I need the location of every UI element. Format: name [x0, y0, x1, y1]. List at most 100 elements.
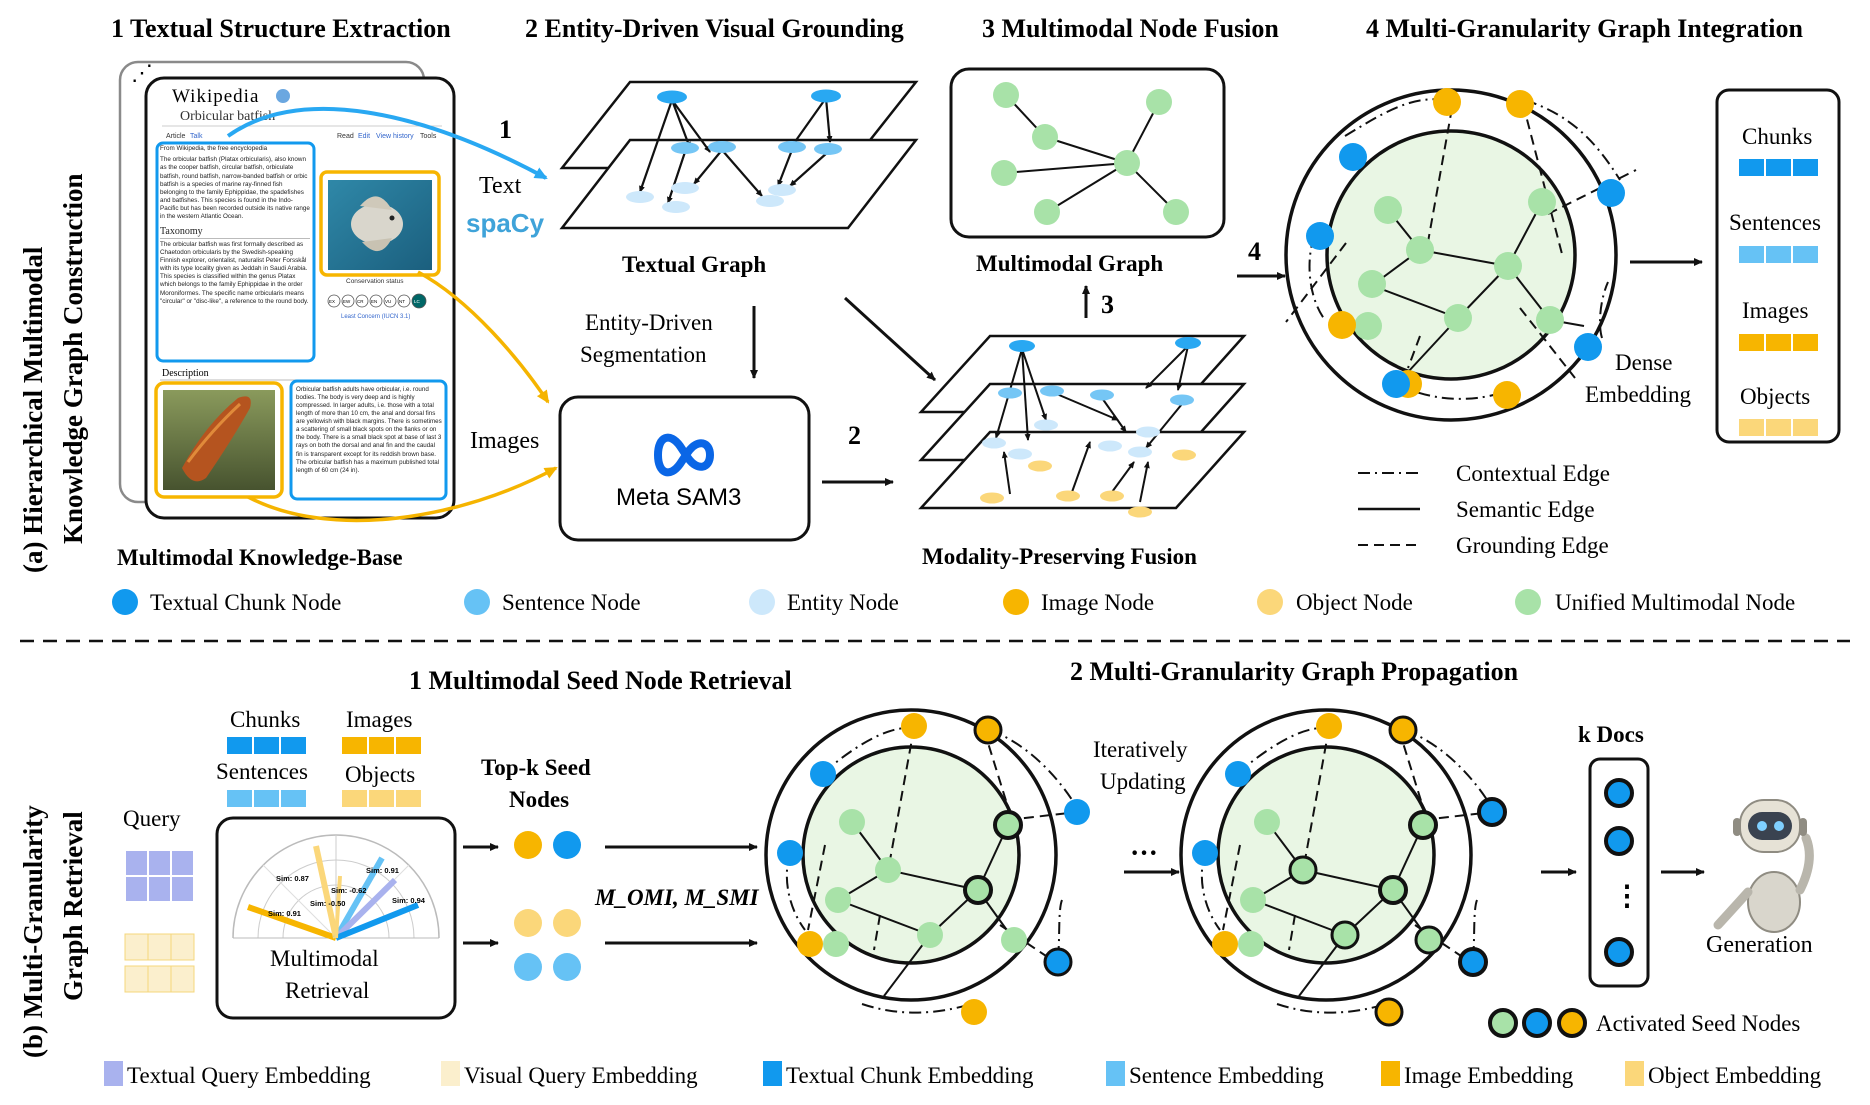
multimodal-graph-label: Multimodal Graph — [976, 251, 1163, 276]
wiki-paragraph-1: The orbicular batfish (Platax orbiculari… — [160, 156, 310, 221]
text-chunk-highlight-2 — [289, 379, 448, 501]
multimodal-graph-nodes — [991, 82, 1189, 225]
legend-object: Object Embedding — [1648, 1063, 1822, 1088]
fusion-label: Modality-Preserving Fusion — [922, 544, 1197, 569]
description-image-highlight — [154, 381, 284, 499]
visual-query-embedding — [124, 933, 195, 993]
wiki-description-heading: Description — [162, 368, 209, 379]
sentence-node-label: Sentence Node — [502, 590, 641, 615]
modality-preserving-fusion — [918, 334, 1247, 518]
emb-chunks-label: Chunks — [230, 707, 300, 732]
wiki-tab-read: Read — [337, 133, 354, 140]
legend-image: Image Embedding — [1404, 1063, 1574, 1088]
conservation-status-scale — [327, 293, 427, 309]
legend-textual-query-swatch — [104, 1061, 123, 1086]
text-flow-arrow — [226, 106, 548, 180]
propagation-graph-1 — [764, 708, 1090, 1025]
generation-label: Generation — [1706, 932, 1813, 958]
emb-sentences-bar — [225, 788, 308, 809]
legend-sentence: Sentence Embedding — [1129, 1063, 1324, 1088]
status-cr: CR — [357, 299, 364, 304]
topk-label-line2: Nodes — [509, 787, 569, 812]
legend-sentence-swatch — [1106, 1061, 1125, 1086]
wikipedia-logo: Wikipedia — [172, 86, 259, 107]
sim-label-6: Sim: 0.94 — [392, 896, 426, 905]
part-b-label-line1: (b) Multi-Granularity — [18, 805, 48, 1058]
seed-chunk-node — [553, 831, 581, 859]
unified-node-swatch — [1515, 589, 1541, 615]
emb-objects-label: Objects — [345, 762, 415, 787]
unified-node-label: Unified Multimodal Node — [1555, 590, 1795, 615]
sim-label-4: Sim: -0.50 — [310, 899, 345, 908]
arrow-4-label: 4 — [1248, 237, 1261, 266]
integrated-graph — [1284, 88, 1637, 422]
images-label: Images — [470, 428, 539, 454]
part-a-label-line2: Knowledge Graph Construction — [58, 173, 88, 544]
step-b1-title: 1 Multimodal Seed Node Retrieval — [409, 666, 792, 695]
meta-sam3-box — [558, 395, 811, 542]
k-docs-box — [1588, 757, 1650, 988]
step-a1-title: 1 Textual Structure Extraction — [111, 14, 451, 43]
activated-seed-label: Activated Seed Nodes — [1596, 1011, 1800, 1036]
step-a2-title: 2 Entity-Driven Visual Grounding — [525, 14, 904, 43]
step-b2-title: 2 Multi-Granularity Graph Propagation — [1070, 657, 1519, 686]
status-nt: NT — [399, 299, 405, 304]
textual-graph — [559, 80, 919, 230]
ellipsis: ··· — [1130, 838, 1158, 869]
doc-node-1 — [1604, 778, 1634, 808]
dense-label-line1: Dense — [1615, 350, 1672, 375]
step-a4-title: 4 Multi-Granularity Graph Integration — [1366, 14, 1803, 43]
wikipedia-globe-icon — [276, 89, 290, 103]
store-sentences-bar — [1737, 244, 1820, 265]
retrieval-label-line2: Retrieval — [285, 978, 369, 1003]
chunk-node-label: Textual Chunk Node — [150, 590, 341, 615]
image-node-swatch — [1003, 589, 1029, 615]
store-sentences-label: Sentences — [1729, 210, 1821, 235]
entity-node-swatch — [749, 589, 775, 615]
legend-chunk: Textual Chunk Embedding — [786, 1063, 1034, 1088]
sim-label-1: Sim: 0.87 — [276, 874, 309, 883]
textual-graph-label: Textual Graph — [622, 252, 766, 277]
sentence-node-swatch — [464, 589, 490, 615]
activated-chunk-swatch — [1522, 1008, 1552, 1038]
grounding-edge-label: Grounding Edge — [1456, 533, 1609, 558]
candidate-sentence-node-2 — [553, 953, 581, 981]
meta-sam3-label: Meta SAM3 — [616, 484, 741, 511]
entity-node-label: Entity Node — [787, 590, 899, 615]
meta-logo-icon — [654, 433, 714, 477]
store-chunks-bar — [1737, 157, 1820, 178]
similarity-polar-plot — [232, 834, 440, 941]
status-vu: VU — [385, 299, 391, 304]
contextual-edge-label: Contextual Edge — [1456, 461, 1610, 486]
candidate-sentence-node-1 — [514, 953, 542, 981]
seed-image-node — [514, 831, 542, 859]
knowledge-base-panel: ⋰ Wikipedia Orbicular batfish Article Ta… — [118, 60, 456, 520]
wiki-paragraph-3: Orbicular batfish adults have orbicular,… — [296, 386, 442, 474]
knowledge-base-caption: Multimodal Knowledge-Base — [117, 545, 403, 570]
segmentation-line1: Entity-Driven — [585, 310, 713, 335]
legend-object-swatch — [1625, 1061, 1644, 1086]
k-docs-label: k Docs — [1578, 722, 1644, 747]
status-ew: EW — [343, 299, 351, 304]
activated-image-swatch — [1557, 1008, 1587, 1038]
propagation-graph-2 — [1179, 708, 1507, 1027]
doc-node-k — [1604, 937, 1634, 967]
m-omi-smi-label: M_OMI, M_SMI — [594, 885, 760, 910]
segmentation-line2: Segmentation — [580, 342, 707, 367]
activated-unified-swatch — [1488, 1008, 1518, 1038]
text-chunk-highlight-1 — [155, 141, 316, 363]
arrow-3-label: 3 — [1101, 290, 1114, 319]
status-lc: LC — [414, 299, 421, 304]
legend-chunk-swatch — [763, 1061, 782, 1086]
sim-label-2: Sim: 0.91 — [366, 866, 399, 875]
store-chunks-label: Chunks — [1742, 124, 1812, 149]
part-a-label-line1: (a) Hierarchical Multimodal — [18, 246, 48, 573]
store-objects-label: Objects — [1740, 384, 1810, 409]
sim-label-3: Sim: -0.62 — [331, 886, 366, 895]
svg-text:⋰: ⋰ — [131, 60, 153, 85]
wiki-paragraph-2: The orbicular batfish was first formally… — [160, 240, 309, 305]
emb-chunks-bar — [225, 735, 308, 756]
image-flow-arrow-1 — [417, 270, 550, 404]
emb-images-label: Images — [346, 707, 412, 732]
